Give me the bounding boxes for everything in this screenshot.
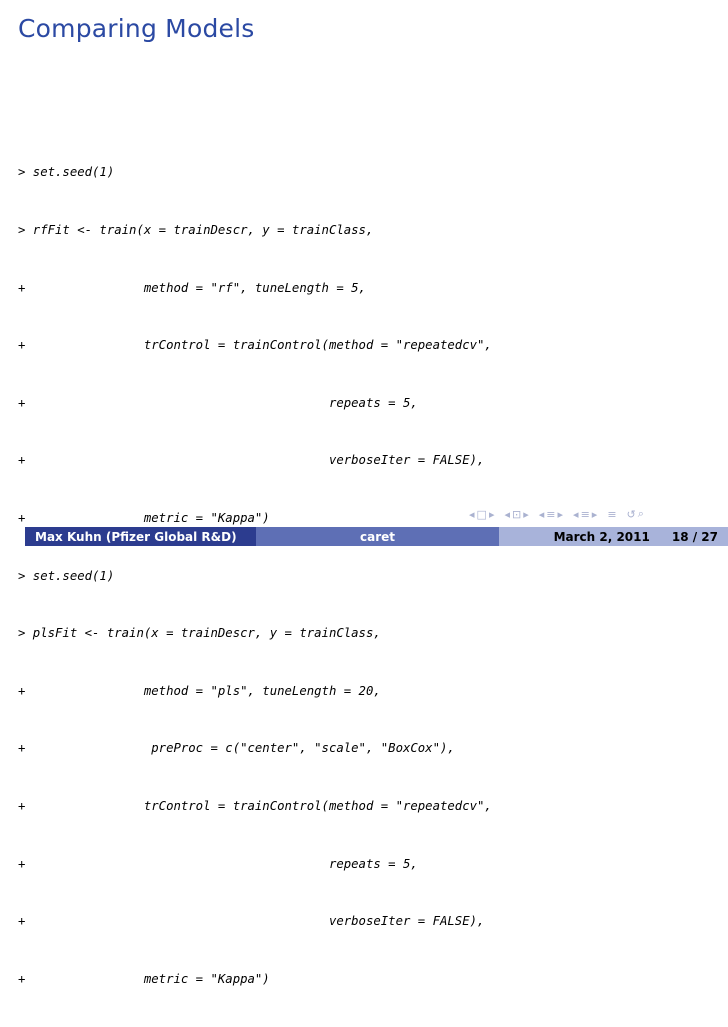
navigation-symbols: ◂ □ ▸ ◂ ⊡ ▸ ◂ ≡ ▸ ◂ ≡ ▸ ≡ ↺ ⌕ [468,506,645,522]
code-line: + verboseIter = FALSE), [18,453,485,468]
code-line: + preProc = c("center", "scale", "BoxCox… [18,741,455,756]
nav-next-frame-icon[interactable]: ▸ [523,507,529,521]
nav-next-section-icon[interactable]: ▸ [591,507,598,521]
footer-page-number: 18 / 27 [671,529,718,544]
nav-search-icon[interactable]: ⌕ [637,507,644,520]
code-line: + metric = "Kappa") [18,971,270,986]
code-line: + repeats = 5, [18,395,418,410]
nav-next-slide-icon[interactable]: ▸ [488,507,495,521]
code-line: > plsFit <- train(x = trainDescr, y = tr… [18,626,381,641]
code-block: > set.seed(1) > rfFit <- train(x = train… [18,125,492,1027]
nav-frame-icon[interactable]: ⊡ [512,507,522,521]
footer-author: Max Kuhn (Pfizer Global R&D) [25,527,256,546]
code-line: > set.seed(1) [18,165,115,180]
nav-slide-icon[interactable]: □ [476,507,487,521]
code-line: + repeats = 5, [18,856,418,871]
nav-document-icon[interactable]: ≡ [607,507,617,521]
nav-section-icon[interactable]: ≡ [580,507,590,521]
footer-bar: Max Kuhn (Pfizer Global R&D) caret March… [25,527,728,546]
nav-prev-slide-icon[interactable]: ◂ [469,507,475,521]
code-line: + method = "rf", tuneLength = 5, [18,280,366,295]
slide-title: Comparing Models [18,14,255,43]
code-line: + trControl = trainControl(method = "rep… [18,798,492,813]
code-line: + metric = "Kappa") [18,510,270,525]
code-line: > set.seed(1) [18,568,115,583]
nav-prev-section-icon[interactable]: ◂ [573,507,579,521]
nav-prev-subsection-icon[interactable]: ◂ [538,507,545,521]
code-line: + verboseIter = FALSE), [18,914,485,929]
footer-date-page: March 2, 2011 18 / 27 [499,527,728,546]
nav-next-subsection-icon[interactable]: ▸ [557,507,564,521]
nav-back-icon[interactable]: ↺ [626,507,636,521]
code-line: + trControl = trainControl(method = "rep… [18,338,492,353]
code-line: > rfFit <- train(x = trainDescr, y = tra… [18,223,374,237]
footer-short-title: caret [256,527,499,546]
code-line: + method = "pls", tuneLength = 20, [18,683,381,698]
nav-prev-frame-icon[interactable]: ◂ [504,507,510,521]
nav-subsection-icon[interactable]: ≡ [546,507,556,521]
footer-date: March 2, 2011 [553,529,650,544]
